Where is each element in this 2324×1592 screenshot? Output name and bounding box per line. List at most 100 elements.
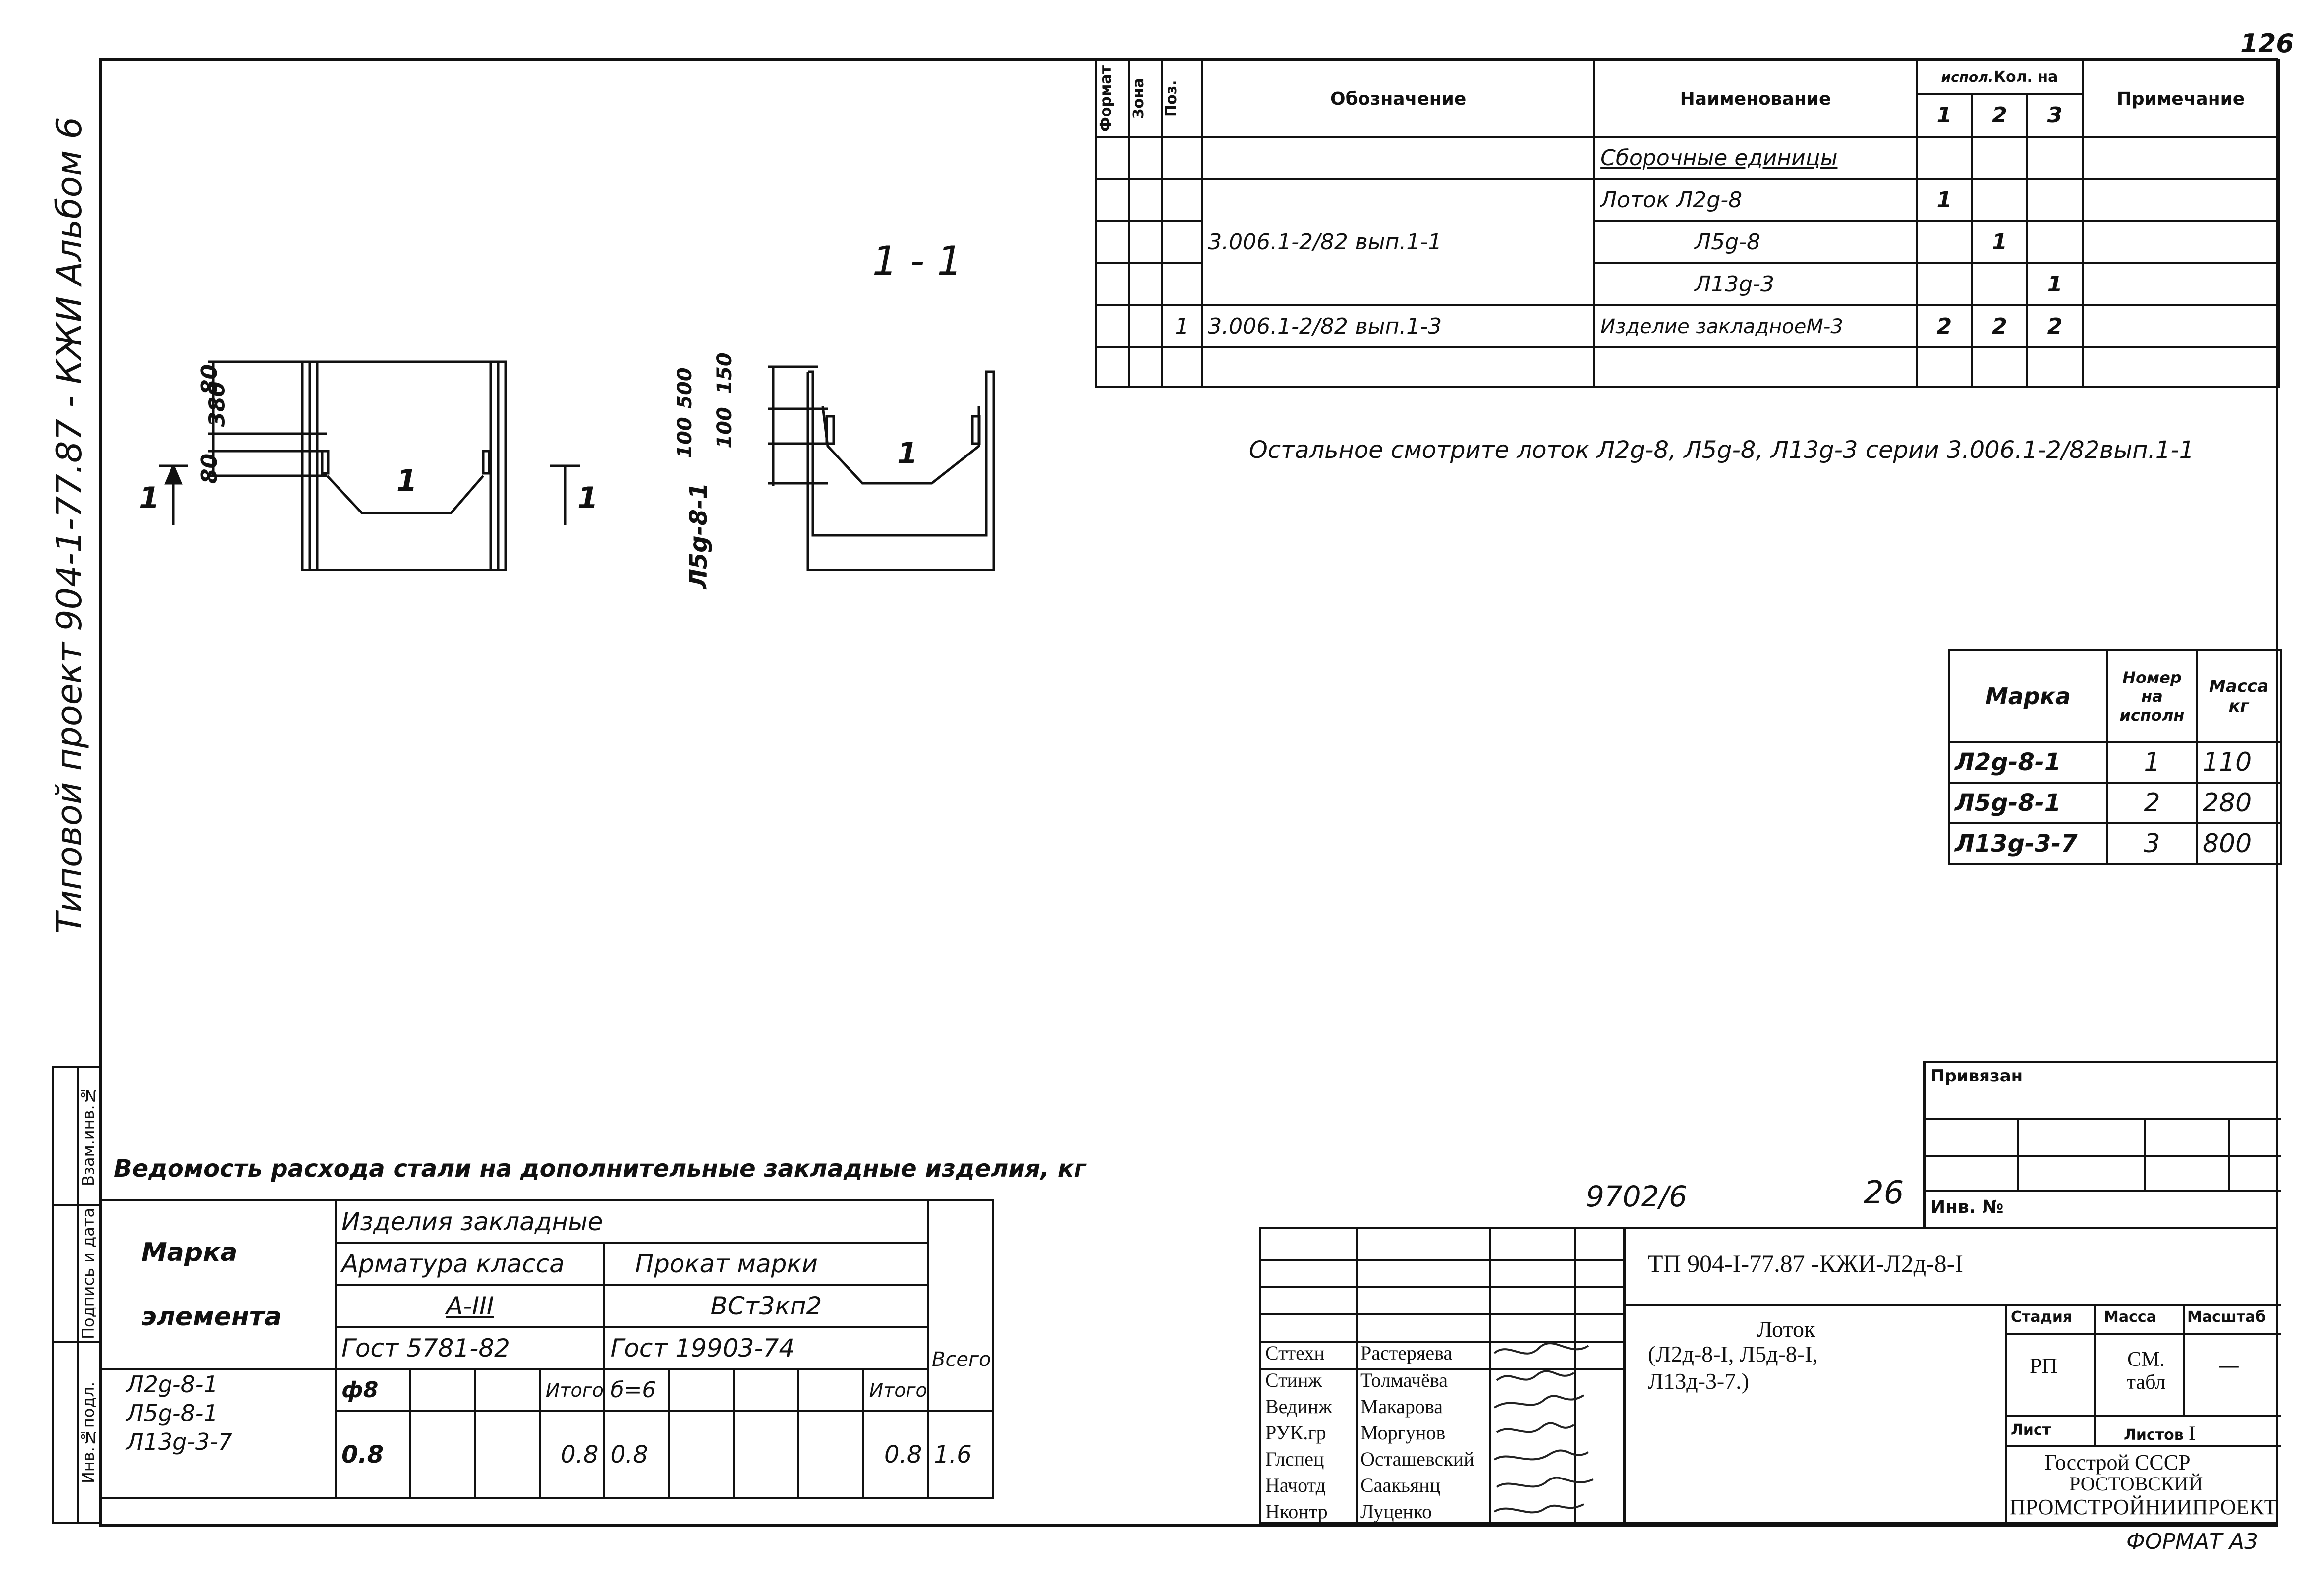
stamp-vzam-inv: Взам.инв.№	[79, 1086, 98, 1186]
row-pos	[1160, 178, 1203, 222]
person-role: Начотд	[1265, 1474, 1326, 1496]
row-q3	[2026, 136, 2084, 180]
mass-mark: Л13g-3-7	[1948, 822, 2108, 865]
name-line-2: (Л2д-8-I, Л5д-8-I,	[1648, 1341, 1818, 1366]
steel-subcol-f8: ф8	[335, 1368, 411, 1412]
row-q2: 1	[1971, 220, 2029, 264]
person-name: Толмачёва	[1360, 1369, 1448, 1391]
frame-left	[99, 58, 102, 1527]
sheet-mark: 26	[1864, 1175, 1904, 1211]
row-designation: 3.006.1-2/82 вып.1-1	[1201, 178, 1596, 306]
scale-header: Масштаб	[2187, 1308, 2266, 1326]
row-q2	[1971, 136, 2029, 180]
title-block: ТП 904-I-77.87 -КЖИ-Л2д-8-I Лоток (Л2д-8…	[1259, 1227, 2281, 1527]
header-qty-group: испол.Кол. на	[1915, 59, 2084, 95]
steel-mark-1: Л2g-8-1	[126, 1371, 218, 1398]
stamp-inv-podl: Инв.№подл.	[79, 1381, 98, 1483]
steel-group: Изделия закладные	[335, 1199, 929, 1244]
table-row: 3.006.1-2/82 вып.1-1 Лоток Л2g-8 1	[1095, 178, 2280, 306]
inv-no-label: Инв. №	[1930, 1197, 2004, 1217]
section-dim-150: 150	[713, 352, 736, 394]
row-designation	[1201, 136, 1596, 180]
sheets-label: Листов	[2124, 1426, 2184, 1444]
archive-number: 9702/6	[1586, 1180, 1688, 1213]
steel-subcol-total-b: Итого	[862, 1368, 929, 1412]
steel-value-a-total: 0.8	[538, 1410, 606, 1499]
section-dim-100b: 100	[713, 407, 736, 449]
steel-subcol-b6: б=6	[603, 1368, 671, 1412]
person-role: Вединж	[1265, 1395, 1332, 1418]
row-q2	[1971, 262, 2029, 306]
mass-value: СМ. табл	[2126, 1348, 2166, 1394]
person-role: Глспец	[1265, 1448, 1324, 1470]
table-row: Л13g-3 1	[1095, 262, 2280, 306]
row-q2	[1971, 178, 2029, 222]
privyazan-label: Привязан	[1930, 1066, 2023, 1086]
header-format: Формат	[1097, 65, 1115, 132]
mass-number: 1	[2106, 741, 2198, 784]
person-name: Растеряева	[1360, 1342, 1453, 1364]
frame-top	[99, 58, 2278, 61]
steel-total-header: Всего	[932, 1348, 991, 1371]
person-role: Нконтр	[1265, 1500, 1328, 1523]
frame-bottom	[99, 1524, 2278, 1527]
row-q1: 2	[1915, 304, 1973, 348]
steel-armature-gost: Гост 5781-82	[335, 1326, 606, 1370]
table-row: Сборочные единицы	[1095, 136, 2280, 180]
row-name: Л5g-8	[1593, 220, 1918, 264]
plan-view	[159, 360, 580, 571]
sheets-header: Листов I	[2124, 1421, 2195, 1445]
person-name: Макарова	[1360, 1395, 1443, 1418]
plan-leader-number: 1	[397, 463, 417, 498]
row-name: Сборочные единицы	[1593, 136, 1918, 180]
steel-mark-h1: Марка	[141, 1238, 238, 1267]
sheet-header: Лист	[2011, 1421, 2051, 1439]
header-variant-2: 2	[1971, 92, 2029, 138]
section-view	[768, 365, 995, 571]
album-title: Типовой проект 904-1-77.87 - КЖИ Альбом …	[49, 116, 90, 934]
mass-header-mass: Масса кг	[2196, 649, 2282, 743]
steel-armature: Арматура класса	[335, 1242, 606, 1286]
row-q1	[1915, 262, 1973, 306]
sheets-value: I	[2189, 1422, 2196, 1444]
steel-rolled-gost: Гост 19903-74	[603, 1326, 929, 1370]
table-row: Л5g-8 1	[1095, 220, 2280, 264]
row-designation: 3.006.1-2/82 вып.1-3	[1201, 304, 1596, 348]
row-pos	[1160, 136, 1203, 180]
row-pos	[1160, 262, 1203, 306]
mass-header: Масса	[2104, 1308, 2156, 1326]
row-q3	[2026, 178, 2084, 222]
row-name: Лоток Л2g-8	[1593, 178, 1918, 222]
mass-header-number: Номер на исполн	[2106, 649, 2198, 743]
mass-mark: Л2g-8-1	[1948, 741, 2108, 784]
steel-value-b6: 0.8	[603, 1410, 671, 1499]
name-line-1: Лоток	[1757, 1316, 1815, 1342]
person-role: РУК.гр	[1265, 1421, 1326, 1444]
steel-rolled: Прокат марки	[603, 1242, 929, 1286]
mass-table: Марка Номер на исполн Масса кг Л2g-8-1 1…	[1948, 649, 2282, 865]
section-mark: Л5g-8-1	[685, 482, 713, 589]
row-q1	[1915, 136, 1973, 180]
stage-header: Стадия	[2011, 1308, 2073, 1326]
org-line-1: Госстрой СССР	[2044, 1450, 2191, 1475]
person-name: Осташевский	[1360, 1448, 1474, 1470]
header-variant-3: 3	[2026, 92, 2084, 138]
row-q2: 2	[1971, 304, 2029, 348]
plan-dim-80-bottom: 80	[197, 453, 223, 484]
table-row: Л13g-3-7 3 800	[1948, 822, 2282, 865]
table-row: Л5g-8-1 2 280	[1948, 782, 2282, 824]
side-stamp: Инв.№подл. Подпись и дата Взам.инв.№	[52, 1066, 102, 1524]
person-name: Моргунов	[1360, 1421, 1446, 1444]
person-name: Луценко	[1360, 1500, 1432, 1523]
stamp-signature-date: Подпись и дата	[79, 1207, 98, 1339]
row-name: Л13g-3	[1593, 262, 1918, 306]
mass-value: 110	[2196, 741, 2282, 784]
org-line-2: РОСТОВСКИЙ	[2069, 1473, 2203, 1495]
mass-header-mark: Марка	[1948, 649, 2108, 743]
steel-subcol-total-a: Итого	[538, 1368, 606, 1412]
spec-table: Формат Зона Поз. Обозначение Наименовани…	[1095, 59, 2280, 388]
section-label: 1 - 1	[872, 238, 963, 284]
plan-dim-380: 380	[204, 381, 230, 427]
row-q1	[1915, 220, 1973, 264]
row-name: Изделие закладноеМ-3	[1593, 304, 1918, 348]
